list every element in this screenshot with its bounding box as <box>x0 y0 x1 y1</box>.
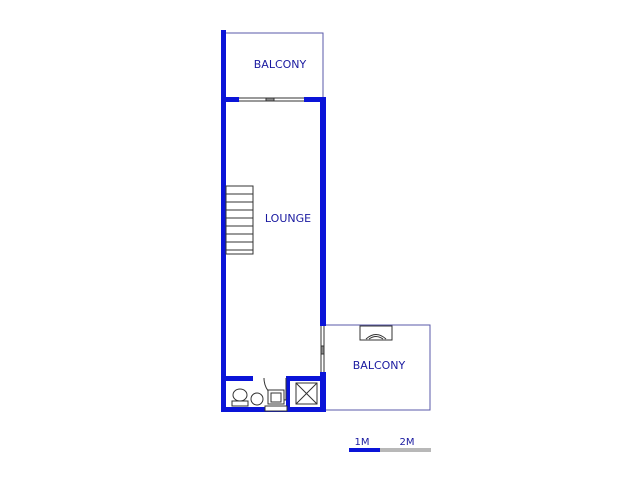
balcony-top-label: BALCONY <box>254 58 307 71</box>
basin-icon <box>250 392 264 406</box>
lounge-label: LOUNGE <box>265 212 311 225</box>
scale-label-1m: 1M <box>355 437 370 448</box>
scale-label-2m: 2M <box>400 437 415 448</box>
balcony-right-label: BALCONY <box>353 359 406 372</box>
braai-icon <box>359 325 393 341</box>
scale-bar-secondary <box>380 448 431 452</box>
sliding-door-top <box>239 97 304 102</box>
shower-icon <box>295 382 318 405</box>
sliding-door-right <box>320 326 325 372</box>
balcony-top-outline <box>224 32 324 99</box>
stairs <box>225 185 254 255</box>
scale-bar-primary <box>349 448 380 452</box>
vanity-icon <box>264 389 288 412</box>
scale-bar: 1M 2M <box>349 437 431 452</box>
toilet-icon <box>231 388 249 407</box>
balcony-right-outline <box>325 324 431 411</box>
